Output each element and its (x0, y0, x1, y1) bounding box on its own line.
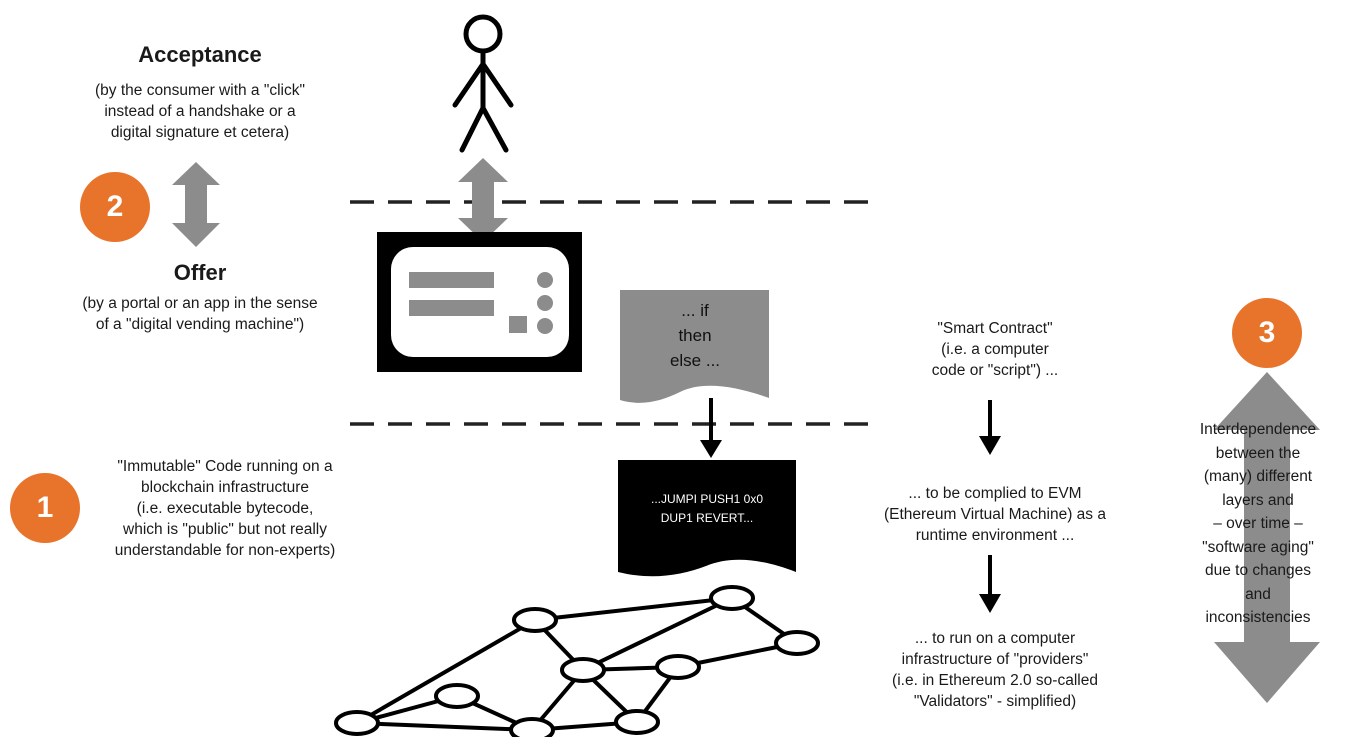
immutable-line-1: "Immutable" Code running on a (117, 458, 333, 475)
immutable-line-4: which is "public" but not really (123, 521, 327, 538)
infrastructure-line-4: "Validators" - simplified) (913, 693, 1077, 710)
interdependence-line-3: (many) different (1203, 468, 1313, 485)
network-node (655, 654, 701, 680)
contract-to-evm-arrow-icon (979, 400, 1001, 455)
script-line-3: else ... (669, 351, 721, 370)
interdependence-line-5: – over time – (1213, 515, 1303, 532)
immutable-line-3: (i.e. executable bytecode, (136, 500, 314, 517)
network-node (774, 630, 820, 656)
interdependence-line-1: Interdependence (1199, 421, 1317, 438)
consumer-machine-arrow-icon (458, 158, 508, 242)
offer-line-1: (by a portal or an app in the sense (82, 295, 318, 312)
offer-heading: Offer (173, 260, 227, 285)
immutable-code-description: "Immutable" Code running on a blockchain… (55, 456, 395, 561)
acceptance-description: (by the consumer with a "click" instead … (20, 80, 380, 143)
network-node (709, 585, 755, 611)
script-to-bytecode-arrow-icon (700, 398, 722, 458)
interdependence-line-6: "software aging" (1202, 538, 1314, 556)
vending-machine-icon (377, 232, 582, 372)
script-document-shape (620, 290, 769, 403)
network-node (512, 607, 558, 633)
infrastructure-line-2: infrastructure of "providers" (901, 651, 1089, 668)
evm-to-infrastructure-arrow-icon (979, 555, 1001, 613)
immutable-line-5: understandable for non-experts) (114, 542, 336, 559)
network-node (434, 683, 480, 709)
interdependence-description: Interdependence between the (many) diffe… (1172, 418, 1344, 630)
smart-contract-description: "Smart Contract" (i.e. a computer code o… (870, 318, 1120, 381)
network-node (614, 709, 660, 735)
bytecode-line-1: ...JUMPI PUSH1 0x0 (650, 492, 764, 506)
acceptance-line-1: (by the consumer with a "click" (95, 82, 305, 99)
blockchain-nodes (334, 585, 820, 737)
compiled-line-3: runtime environment ... (915, 527, 1075, 544)
network-node (334, 710, 380, 736)
compiled-line-1: ... to be complied to EVM (908, 485, 1082, 502)
network-node (509, 717, 555, 737)
smart-contract-line-3: code or "script") ... (931, 362, 1059, 379)
interdependence-line-9: inconsistencies (1205, 609, 1311, 626)
acceptance-offer-arrow-icon (172, 162, 220, 247)
compiled-line-2: (Ethereum Virtual Machine) as a (884, 506, 1106, 523)
interdependence-line-8: and (1245, 585, 1271, 603)
offer-line-2: of a "digital vending machine") (95, 316, 305, 333)
acceptance-line-3: digital signature et cetera) (110, 124, 290, 141)
smart-contract-line-1: "Smart Contract" (937, 320, 1053, 337)
offer-description: (by a portal or an app in the sense of a… (10, 293, 390, 335)
infrastructure-description: ... to run on a computer infrastructure … (835, 628, 1155, 712)
interdependence-line-4: layers and (1222, 491, 1294, 509)
acceptance-heading: Acceptance (138, 42, 262, 67)
interdependence-double-arrow-icon (1214, 372, 1320, 703)
step-3-badge: 3 (1232, 298, 1302, 368)
script-line-1: ... if (681, 301, 709, 320)
infrastructure-line-1: ... to run on a computer (914, 630, 1076, 647)
consumer-stick-figure-icon (452, 14, 514, 153)
script-line-2: then (678, 326, 712, 345)
compiled-description: ... to be complied to EVM (Ethereum Virt… (830, 483, 1160, 546)
bytecode-document-text: ...JUMPI PUSH1 0x0 DUP1 REVERT... (618, 490, 796, 528)
step-1-badge: 1 (10, 473, 80, 543)
step-2-badge: 2 (80, 172, 150, 242)
bytecode-document-shape (618, 460, 796, 577)
network-node (560, 657, 606, 683)
acceptance-line-2: instead of a handshake or a (104, 103, 296, 120)
immutable-line-2: blockchain infrastructure (141, 479, 309, 496)
interdependence-line-2: between the (1215, 444, 1301, 462)
smart-contract-line-2: (i.e. a computer (941, 341, 1049, 358)
interdependence-line-7: due to changes (1204, 562, 1311, 579)
bytecode-line-2: DUP1 REVERT... (660, 511, 754, 525)
script-document-text: ... if then else ... (620, 298, 770, 373)
infrastructure-line-3: (i.e. in Ethereum 2.0 so-called (892, 672, 1098, 689)
